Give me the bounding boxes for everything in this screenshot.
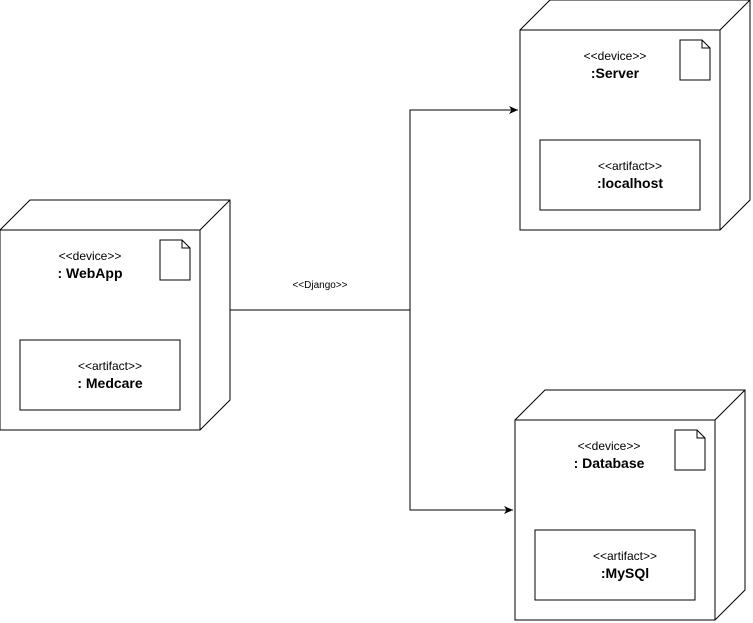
connector-to-database — [409, 310, 513, 514]
node-database-stereotype: <<device>> — [578, 439, 641, 453]
artifact-localhost-stereotype: <<artifact>> — [598, 159, 662, 173]
artifact-mysql[interactable]: <<artifact>> :MySQl — [534, 529, 696, 601]
node-server-stereotype: <<device>> — [584, 49, 647, 63]
document-icon — [679, 39, 711, 81]
connector-to-server — [230, 106, 518, 311]
artifact-medcare-stereotype: <<artifact>> — [78, 359, 142, 373]
artifact-mysql-stereotype: <<artifact>> — [593, 549, 657, 563]
node-server-name: :Server — [591, 65, 640, 81]
node-webapp-name: : WebApp — [57, 265, 122, 281]
node-database-name: : Database — [574, 455, 645, 471]
artifact-localhost[interactable]: <<artifact>> :localhost — [539, 139, 701, 211]
connection-django[interactable]: <<Django>> — [230, 106, 518, 514]
artifact-localhost-name: :localhost — [597, 175, 663, 191]
node-database[interactable]: <<device>> : Database <<artifact>> :MySQ… — [514, 389, 746, 621]
node-server[interactable]: <<device>> :Server <<artifact>> :localho… — [519, 0, 751, 231]
artifact-medcare-name: : Medcare — [77, 375, 143, 391]
node-webapp[interactable]: <<device>> : WebApp <<artifact>> : Medca… — [0, 199, 231, 431]
artifact-medcare[interactable]: <<artifact>> : Medcare — [19, 339, 181, 411]
document-icon — [159, 239, 191, 281]
artifact-mysql-name: :MySQl — [601, 565, 649, 581]
connection-label: <<Django>> — [292, 280, 347, 291]
node-webapp-stereotype: <<device>> — [59, 249, 122, 263]
document-icon — [674, 429, 706, 471]
